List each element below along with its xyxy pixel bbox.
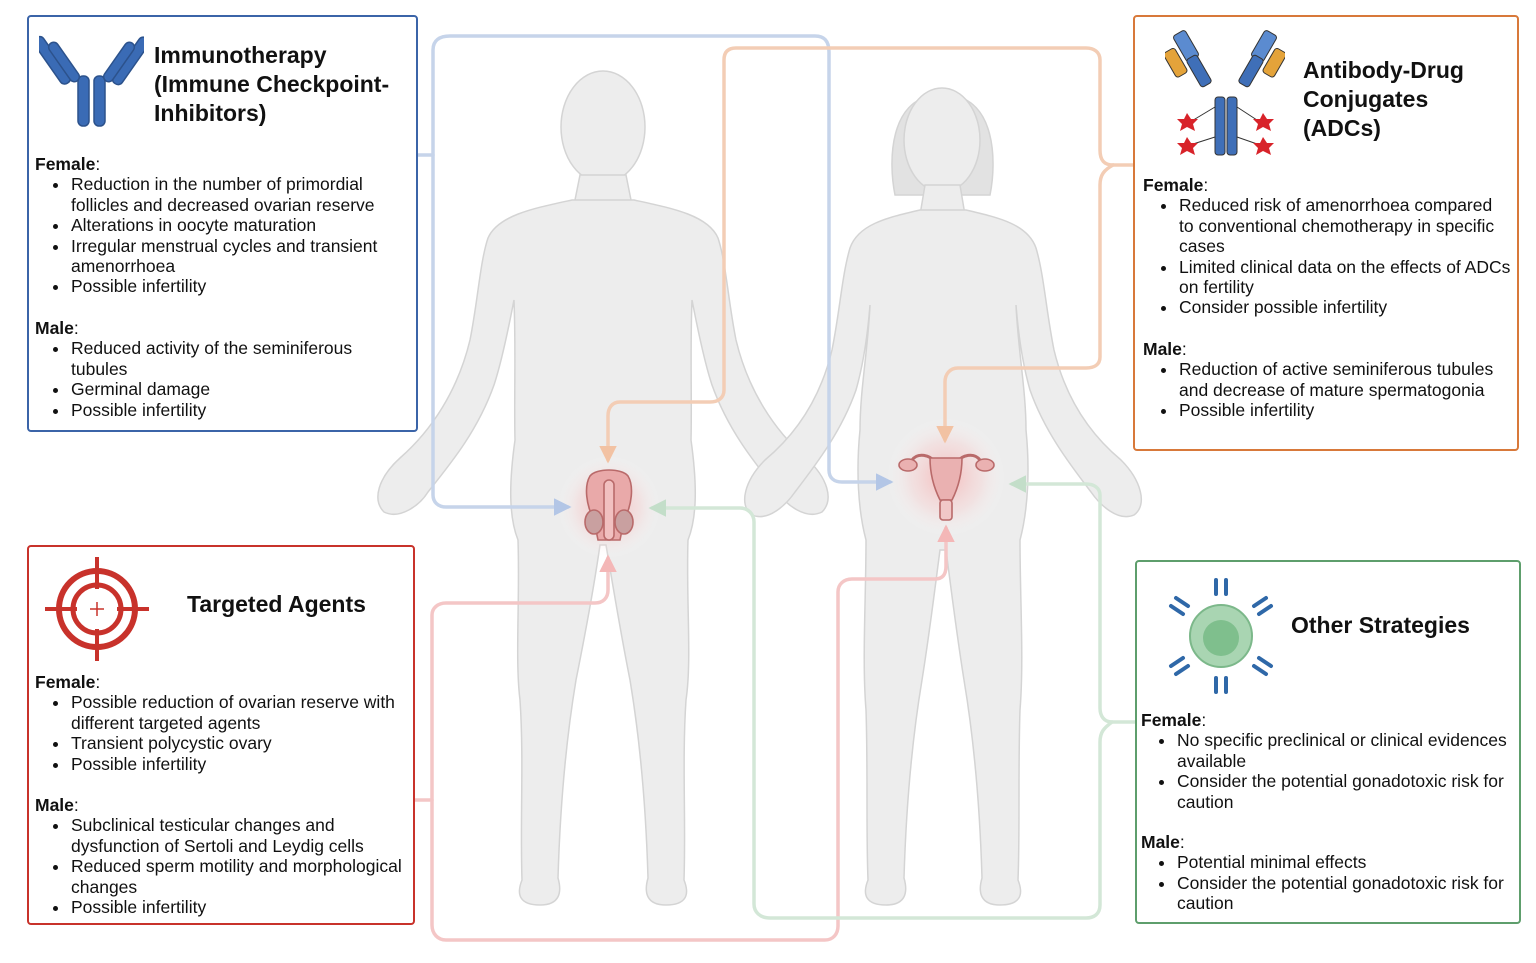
title-line: (ADCs) xyxy=(1303,115,1381,141)
immune-cell-icon xyxy=(1169,578,1273,694)
list-item: Subclinical testicular changes and dysfu… xyxy=(53,815,407,856)
list-item: Possible infertility xyxy=(53,897,407,917)
list-item: Possible infertility xyxy=(53,276,410,296)
male-label: Male xyxy=(1141,832,1180,852)
female-label: Female xyxy=(1141,710,1202,730)
female-heading: Female: xyxy=(35,672,101,692)
female-heading: Female: xyxy=(35,154,101,174)
list-item: Limited clinical data on the effects of … xyxy=(1161,256,1511,298)
list-item: Alterations in oocyte maturation xyxy=(53,215,410,235)
male-heading: Male: xyxy=(1141,832,1185,852)
list-item: Irregular menstrual cycles and transient… xyxy=(53,236,410,277)
antibody-drug-conjugate-icon xyxy=(1165,30,1285,156)
title-line: Immunotherapy xyxy=(154,42,327,68)
list-item: Reduction in the number of primordial fo… xyxy=(53,174,410,215)
male-heading: Male: xyxy=(1143,339,1187,359)
female-heading: Female: xyxy=(1143,175,1209,195)
list-item: Possible infertility xyxy=(1161,400,1511,420)
list-item: No specific preclinical or clinical evid… xyxy=(1159,730,1513,771)
target-crosshair-icon xyxy=(45,557,149,661)
female-body xyxy=(743,87,1143,906)
immunotherapy-title: Immunotherapy (Immune Checkpoint- Inhibi… xyxy=(154,41,389,128)
male-label: Male xyxy=(35,795,74,815)
other-strategies-title: Other Strategies xyxy=(1291,611,1470,640)
female-effects: Female: Reduction in the number of primo… xyxy=(35,154,410,297)
female-heading: Female: xyxy=(1141,710,1207,730)
male-heading: Male: xyxy=(35,795,79,815)
uterus-icon xyxy=(898,453,995,521)
male-effects: Male: Potential minimal effects Consider… xyxy=(1141,832,1513,914)
antibody-icon xyxy=(39,35,144,127)
male-reproductive-organ-icon xyxy=(584,469,634,541)
female-label: Female xyxy=(1143,175,1204,195)
list-item: Possible infertility xyxy=(53,400,410,420)
list-item: Consider the potential gonadotoxic risk … xyxy=(1159,873,1513,914)
male-effects: Male: Reduced activity of the seminifero… xyxy=(35,318,410,420)
title-line: Other Strategies xyxy=(1291,612,1470,638)
adc-title: Antibody-Drug Conjugates (ADCs) xyxy=(1303,56,1464,143)
title-line: (Immune Checkpoint- xyxy=(154,71,390,97)
other-strategies-panel: Other Strategies Female: No specific pre… xyxy=(1135,560,1521,924)
list-item: Potential minimal effects xyxy=(1159,852,1513,872)
immunotherapy-panel: Immunotherapy (Immune Checkpoint- Inhibi… xyxy=(27,15,418,432)
female-label: Female xyxy=(35,154,96,174)
list-item: Consider possible infertility xyxy=(1161,297,1511,317)
list-item: Transient polycystic ovary xyxy=(53,733,407,753)
list-item: Reduced activity of the seminiferous tub… xyxy=(53,338,410,379)
female-effects: Female: Reduced risk of amenorrhoea comp… xyxy=(1143,175,1511,318)
male-body xyxy=(377,70,829,906)
male-label: Male xyxy=(1143,339,1182,359)
male-label: Male xyxy=(35,318,74,338)
targeted-agents-title: Targeted Agents xyxy=(187,590,366,619)
female-effects: Female: Possible reduction of ovarian re… xyxy=(35,672,407,774)
male-effects: Male: Subclinical testicular changes and… xyxy=(35,795,407,917)
female-label: Female xyxy=(35,672,96,692)
male-effects: Male: Reduction of active seminiferous t… xyxy=(1143,339,1511,421)
list-item: Possible infertility xyxy=(53,754,407,774)
targeted-agents-panel: Targeted Agents Female: Possible reducti… xyxy=(27,545,415,925)
adc-panel: Antibody-Drug Conjugates (ADCs) Female: … xyxy=(1133,15,1519,451)
title-line: Conjugates xyxy=(1303,86,1429,112)
list-item: Reduction of active seminiferous tubules… xyxy=(1161,359,1511,400)
list-item: Possible reduction of ovarian reserve wi… xyxy=(53,692,407,733)
list-item: Germinal damage xyxy=(53,379,410,399)
male-heading: Male: xyxy=(35,318,79,338)
female-effects: Female: No specific preclinical or clini… xyxy=(1141,710,1513,812)
list-item: Consider the potential gonadotoxic risk … xyxy=(1159,771,1513,812)
title-line: Targeted Agents xyxy=(187,591,366,617)
title-line: Inhibitors) xyxy=(154,100,267,126)
title-line: Antibody-Drug xyxy=(1303,57,1464,83)
list-item: Reduced risk of amenorrhoea compared to … xyxy=(1161,195,1511,256)
list-item: Reduced sperm motility and morphological… xyxy=(53,856,407,897)
